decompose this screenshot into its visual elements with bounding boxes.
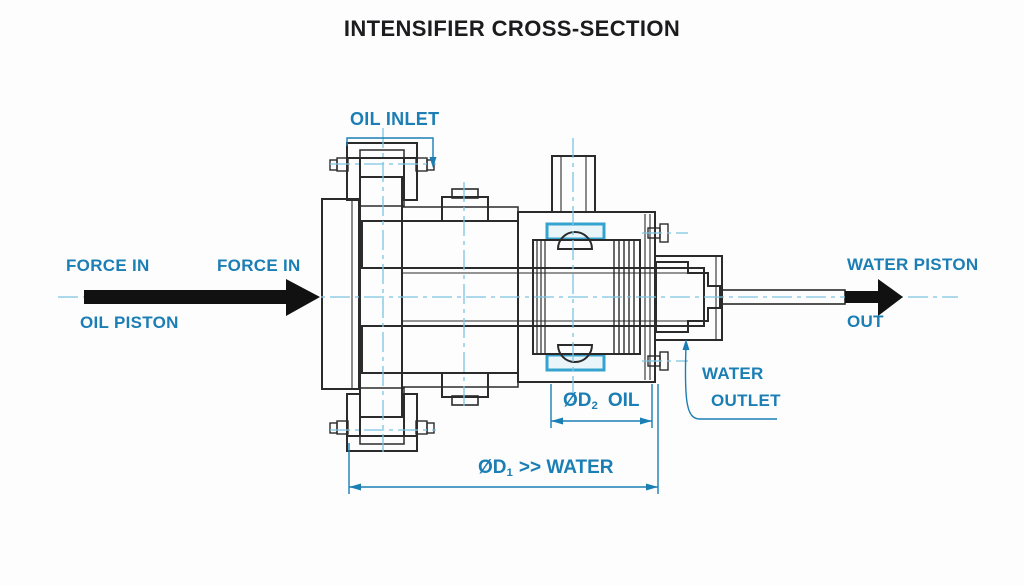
- label-out: OUT: [847, 312, 884, 331]
- label-oil-inlet: OIL INLET: [350, 109, 440, 129]
- top-boss-fitting: [441, 188, 489, 222]
- force-in-arrow: [84, 279, 320, 316]
- left-end-plate: [321, 198, 360, 390]
- label-force-in-inner: FORCE IN: [217, 256, 301, 275]
- outlet-plug: [655, 261, 721, 333]
- label-water-piston: WATER PISTON: [847, 255, 979, 274]
- dimension-d1-text: ØD1>> WATER: [478, 457, 614, 480]
- centerlines: [58, 128, 958, 452]
- dimension-d2: [550, 384, 653, 428]
- label-force-in-left: FORCE IN: [66, 256, 150, 275]
- dimension-d1: [348, 384, 659, 494]
- water-piston-out-arrow: [845, 279, 903, 316]
- diagram-title: INTENSIFIER CROSS-SECTION: [343, 16, 681, 41]
- oil-inlet-leader: [346, 137, 437, 168]
- bottom-boss-fitting: [441, 372, 489, 406]
- label-water-outlet-2: OUTLET: [711, 391, 781, 410]
- valve-body: [517, 155, 656, 383]
- check-valve-poppet-bottom: [556, 344, 594, 363]
- label-water-outlet-1: WATER: [702, 364, 764, 383]
- oil-inlet-flange-top: [329, 142, 435, 207]
- check-valve-poppet-top: [556, 231, 594, 250]
- water-outlet-leader: [682, 339, 777, 420]
- label-oil-piston: OIL PISTON: [80, 313, 179, 332]
- flange-bottom: [329, 387, 435, 452]
